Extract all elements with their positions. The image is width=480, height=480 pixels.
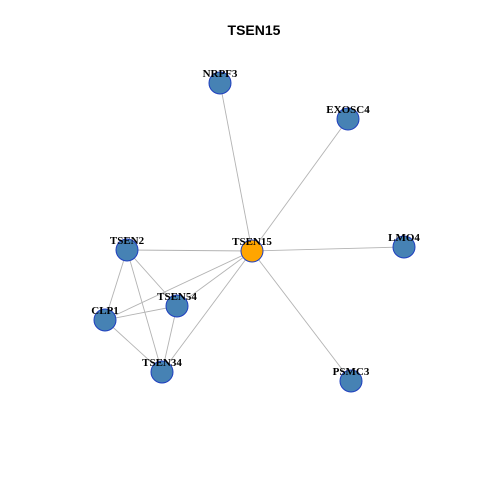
edge-tsen15-exosc4 [251, 118, 349, 252]
node-label-clp1: CLP1 [91, 305, 119, 317]
edge-tsen15-lmo4 [251, 246, 405, 252]
node-label-lmo4: LMO4 [388, 232, 420, 244]
edge-tsen15-tsen54 [176, 250, 253, 307]
node-label-exosc4: EXOSC4 [326, 104, 370, 116]
edge-tsen15-tsen34 [161, 250, 253, 373]
node-nrpf3 [208, 71, 232, 95]
node-exosc4 [336, 107, 360, 131]
node-psmc3 [339, 369, 363, 393]
edge-tsen2-clp1 [104, 249, 128, 321]
node-label-tsen2: TSEN2 [110, 235, 145, 247]
node-label-psmc3: PSMC3 [333, 366, 370, 378]
edge-tsen15-clp1 [104, 250, 253, 321]
edge-layer [104, 82, 405, 382]
edge-tsen15-psmc3 [251, 250, 352, 382]
edge-clp1-tsen34 [104, 319, 163, 373]
node-label-nrpf3: NRPF3 [203, 68, 238, 80]
node-tsen34 [150, 360, 174, 384]
node-label-tsen15: TSEN15 [232, 236, 272, 248]
edge-tsen2-tsen54 [126, 249, 178, 307]
node-label-tsen54: TSEN54 [157, 291, 197, 303]
edge-tsen15-nrpf3 [219, 82, 253, 252]
node-tsen15 [240, 239, 264, 263]
node-tsen54 [165, 294, 189, 318]
node-lmo4 [392, 235, 416, 259]
diagram-title: TSEN15 [228, 22, 281, 38]
edge-clp1-tsen54 [104, 305, 178, 321]
node-tsen2 [115, 238, 139, 262]
node-clp1 [93, 308, 117, 332]
node-label-tsen34: TSEN34 [142, 357, 182, 369]
edge-tsen15-tsen2 [126, 249, 253, 252]
node-layer [93, 71, 416, 393]
edge-tsen2-tsen34 [126, 249, 163, 373]
